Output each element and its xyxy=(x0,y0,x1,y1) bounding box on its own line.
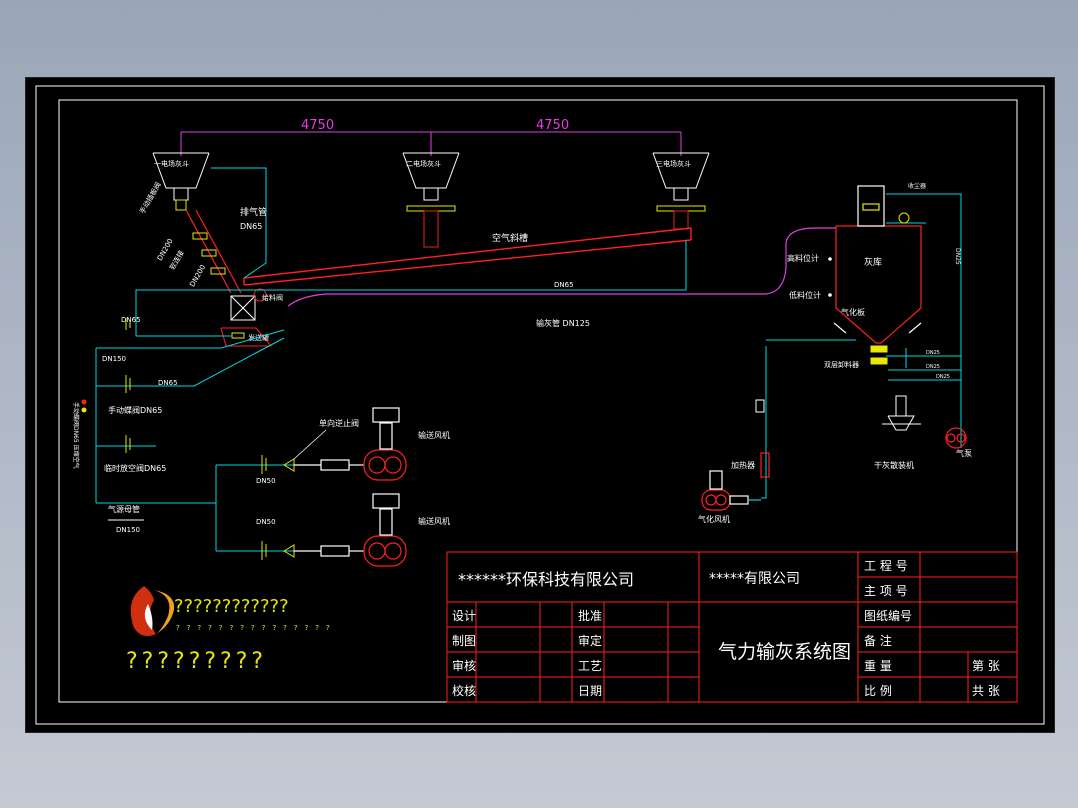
tb-remark: 备 注 xyxy=(864,633,892,648)
heater-label: 加热器 xyxy=(731,460,755,470)
dn65-left-label: DN65 xyxy=(121,316,141,324)
send-pump xyxy=(220,295,273,347)
low-level-dot xyxy=(828,293,832,297)
left-indicator-a xyxy=(81,399,87,405)
right-pipe-label: DN25 xyxy=(954,248,961,265)
pump-valve xyxy=(231,332,245,339)
silo-top-valve xyxy=(898,212,910,224)
tb-process: 工艺 xyxy=(578,659,602,673)
tb-review: 审核 xyxy=(452,658,476,673)
check-valve-label: 单向逆止阀 xyxy=(319,418,359,428)
cad-drawing: 4750 4750 一电场灰斗 二电场灰斗 三电场灰斗 空气斜槽 xyxy=(35,85,1045,725)
company-1: ******环保科技有限公司 xyxy=(458,570,634,589)
tb-project-no: 工 程 号 xyxy=(864,558,908,573)
air-chute xyxy=(243,227,692,286)
air-pump xyxy=(945,427,967,449)
hopper-3-label: 三电场灰斗 xyxy=(656,159,691,168)
logo-text-line1: ???????????? xyxy=(174,596,289,617)
dual-valve xyxy=(870,345,888,365)
left-indicator-b xyxy=(81,407,87,413)
temp-valve-label: 临时放空阀DN65 xyxy=(104,463,166,473)
high-level-label: 高料位计 xyxy=(787,253,819,263)
dn65-top-pipe xyxy=(135,240,687,316)
small-label-3: DN25 xyxy=(936,374,950,380)
logo-dots: ??????????????? xyxy=(176,624,337,632)
dust-collector-label: 收尘器 xyxy=(908,182,926,190)
shaft-gate-label: 手动插板阀 xyxy=(137,181,162,216)
dual-valve-label: 双层卸料器 xyxy=(824,360,859,369)
air-chute-label: 空气斜槽 xyxy=(492,232,528,244)
flex-joint-label: 软连接 xyxy=(167,249,185,272)
hopper-2 xyxy=(402,152,460,248)
exhaust-label: 排气管 xyxy=(240,206,267,218)
left-air-system xyxy=(95,316,294,552)
dn65-manual-label: DN65 xyxy=(158,379,178,387)
silo-label: 灰库 xyxy=(864,256,882,268)
tb-scale: 比 例 xyxy=(864,684,892,698)
logo-text-line2: ????????? xyxy=(126,649,267,674)
feed-valve-label: 给料阀 xyxy=(262,293,283,302)
dimension-right: 4750 xyxy=(536,118,569,133)
tb-verify: 审定 xyxy=(578,633,602,648)
company-2: *****有限公司 xyxy=(709,571,800,587)
blower-2-label: 输送风机 xyxy=(418,516,450,526)
fluid-fan xyxy=(701,470,761,511)
tb-date: 日期 xyxy=(578,684,602,698)
dimension-group xyxy=(180,131,682,156)
heater xyxy=(760,452,770,478)
small-label-1: DN25 xyxy=(926,350,940,356)
hopper-2-label: 二电场灰斗 xyxy=(406,159,441,168)
tb-sheet-no: 第 张 xyxy=(972,659,1000,673)
silo-air-lines xyxy=(761,193,962,499)
fluid-fan-label: 气化风机 xyxy=(698,514,730,524)
dn50-1-label: DN50 xyxy=(256,477,276,485)
small-label-2: DN25 xyxy=(926,364,940,370)
dimension-left: 4750 xyxy=(301,118,334,133)
air-main-dn-label: DN150 xyxy=(116,526,140,534)
hopper-1-label: 一电场灰斗 xyxy=(154,159,189,168)
feed-valves xyxy=(192,232,226,275)
tb-check: 校核 xyxy=(452,683,476,698)
fluid-plate-label: 气化板 xyxy=(841,307,865,317)
hopper-1 xyxy=(152,152,210,211)
outer-frame xyxy=(35,85,1045,725)
company-logo xyxy=(130,586,175,636)
title-block xyxy=(446,551,1018,703)
tb-approve: 批准 xyxy=(578,608,602,623)
dn65-top-label: DN65 xyxy=(554,281,574,289)
tb-sheet-total: 共 张 xyxy=(972,684,1000,698)
tb-weight: 重 量 xyxy=(864,659,892,673)
tb-design: 设计 xyxy=(452,609,476,623)
feeder-label: DN200 xyxy=(188,264,207,289)
silo xyxy=(833,185,922,344)
dry-unloader xyxy=(882,395,921,431)
check-valve-leader xyxy=(293,429,327,460)
feed-column xyxy=(185,209,242,294)
drawing-title: 气力输灰系统图 xyxy=(718,641,851,663)
blower-1 xyxy=(294,407,407,481)
blower-1-label: 输送风机 xyxy=(418,430,450,440)
manual-valve-label: 手动蝶阀DN65 xyxy=(108,405,162,415)
tb-item-no: 主 项 号 xyxy=(864,584,908,598)
vertical-note: 手动蝶阀DN65 压缩空气 xyxy=(72,402,80,469)
drawing-sheet: 4750 4750 一电场灰斗 二电场灰斗 三电场灰斗 空气斜槽 xyxy=(25,77,1055,733)
exhaust-dn-label: DN65 xyxy=(240,222,262,231)
pre-valve-label: DN200 xyxy=(156,237,175,262)
ash-pipe-label: 输灰管 DN125 xyxy=(536,318,590,328)
air-main-label: 气源母管 xyxy=(108,504,140,514)
tb-drawing: 制图 xyxy=(452,634,476,648)
high-level-dot xyxy=(828,257,832,261)
air-pump-label: 气泵 xyxy=(956,448,972,458)
ash-pipe xyxy=(287,227,836,307)
exhaust-pipe xyxy=(211,167,267,279)
tb-drawing-no: 图纸编号 xyxy=(864,608,912,623)
heater-valve xyxy=(755,399,765,413)
dry-unloader-label: 干灰散装机 xyxy=(874,460,914,470)
dn50-2-label: DN50 xyxy=(256,518,276,526)
blower-2 xyxy=(294,493,407,567)
low-level-label: 低料位计 xyxy=(789,290,821,300)
pump-indicator xyxy=(253,288,267,302)
dn150-left-label: DN150 xyxy=(102,355,126,363)
